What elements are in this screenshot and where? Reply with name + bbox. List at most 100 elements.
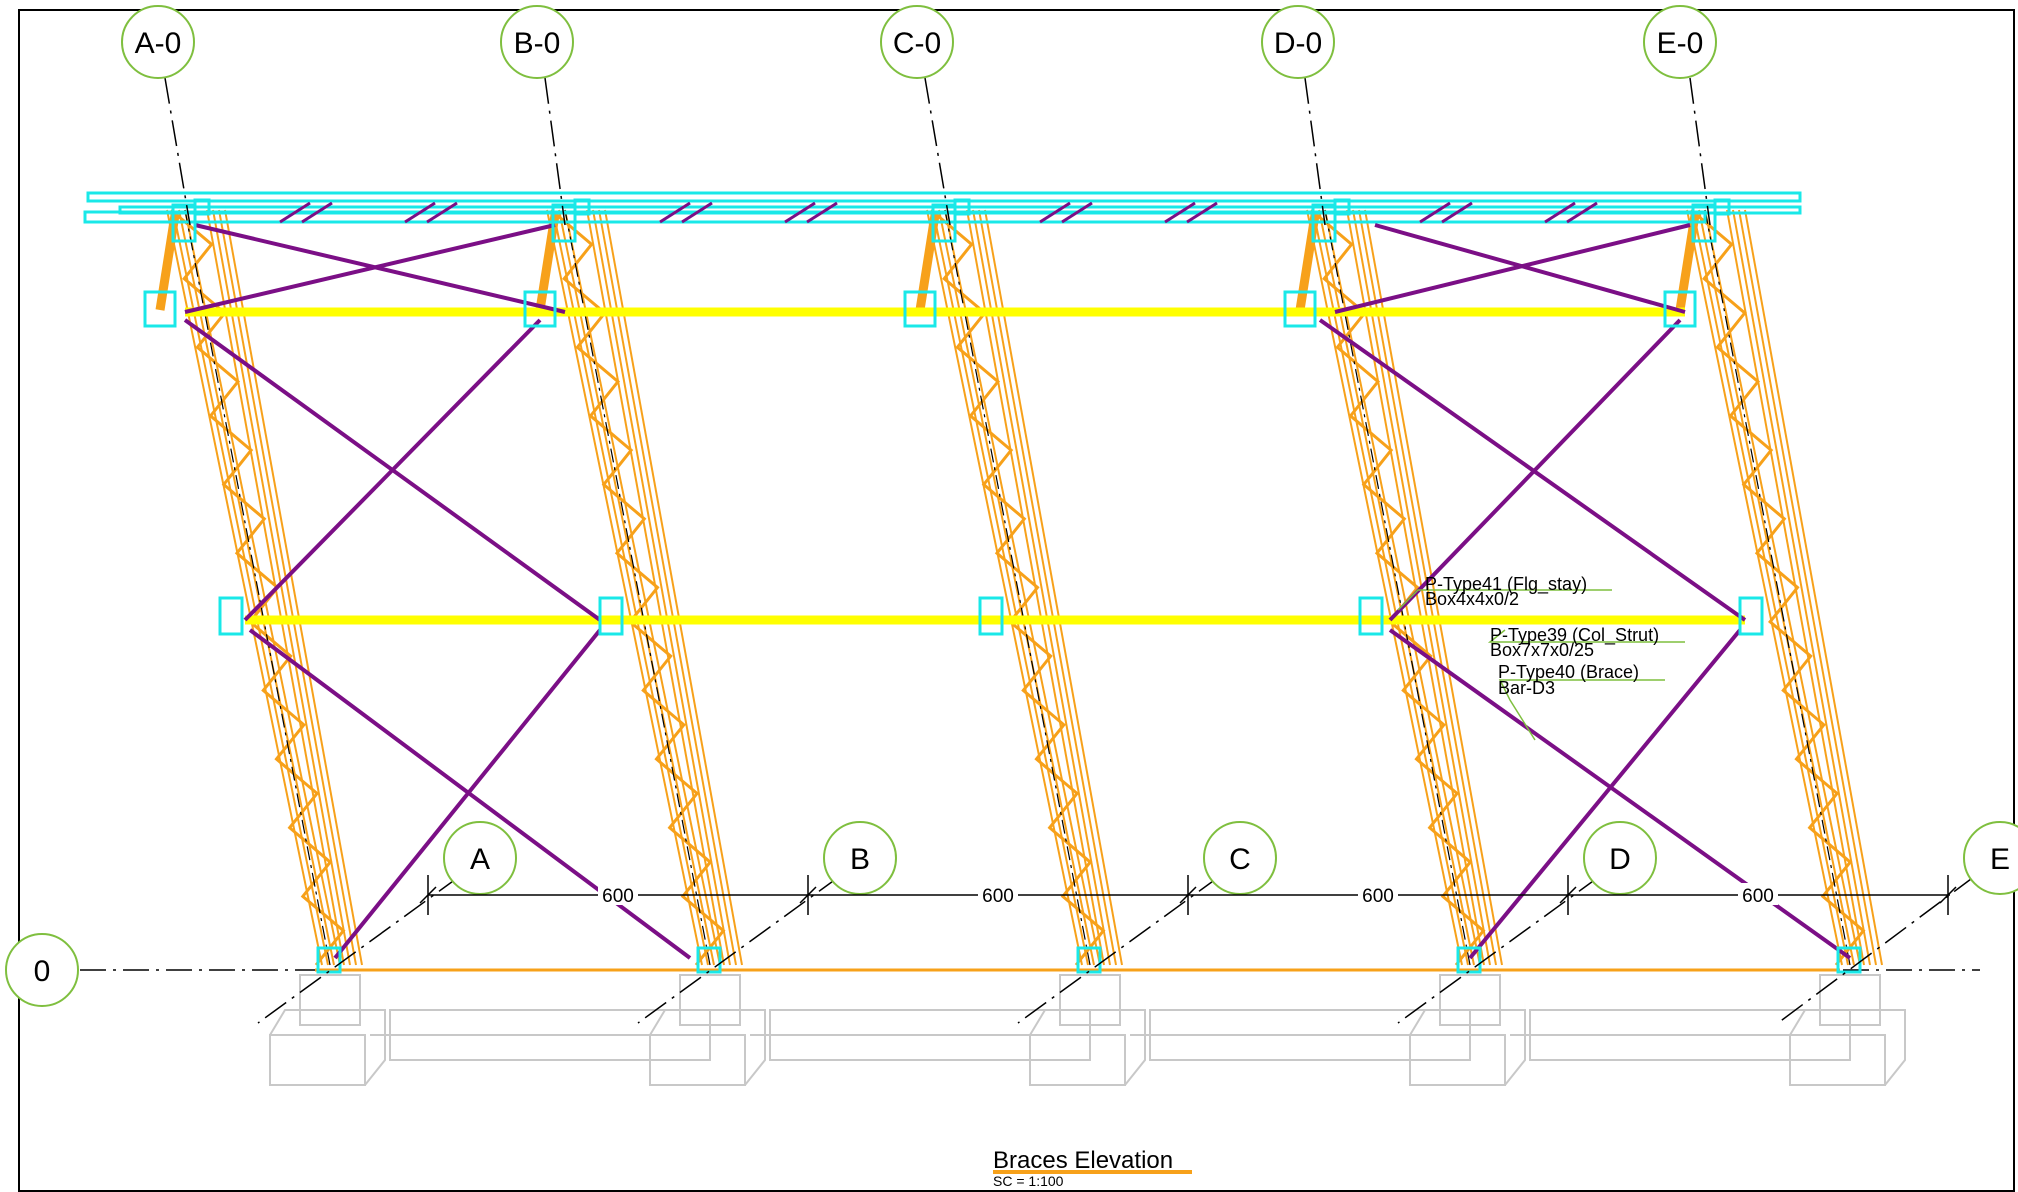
purlin-break-mark [1441, 201, 1473, 224]
column-chord [592, 209, 731, 966]
brace [194, 223, 566, 314]
column-lacing [1690, 208, 1866, 966]
mid-connection-plate [218, 596, 244, 636]
grid-bubble-row-0: 0 [5, 933, 79, 1007]
grid-label: B [850, 843, 870, 876]
column-centerline [564, 209, 711, 966]
column-chord [978, 209, 1117, 966]
grid-bubble-e-0: E-0 [1643, 5, 1717, 79]
top-bolt-plate [1713, 198, 1731, 216]
purlin-break-mark [681, 201, 713, 224]
purlin-line [86, 191, 1802, 203]
column-chord [604, 209, 743, 966]
column-chord [224, 209, 363, 966]
grid-bubble-e: E [1963, 821, 2018, 895]
purlin-break-mark [784, 201, 816, 224]
purlin-break-mark [1039, 201, 1071, 224]
column-chord [558, 209, 715, 966]
dimension-tick [419, 886, 437, 904]
top-grid-axes [164, 77, 1711, 226]
column-chord [1698, 209, 1855, 966]
column-lacing [1310, 208, 1486, 966]
dimension-value: 600 [602, 886, 634, 907]
grid-bubble-a-0: A-0 [121, 5, 195, 79]
grid-label: 0 [34, 955, 51, 988]
drawing-frame [18, 9, 2015, 1192]
lattice-column [1675, 208, 1883, 966]
purlin-break-mark [1186, 201, 1218, 224]
lattice-column [535, 208, 743, 966]
dimension-value: 600 [1362, 886, 1394, 907]
purlin-break-mark [1061, 201, 1093, 224]
dimension-text-bg [1738, 883, 1778, 905]
dimension-text-bg [978, 883, 1018, 905]
column-chord [1738, 209, 1877, 966]
top-connection-plate [171, 203, 197, 243]
mid-connection-plate [978, 596, 1004, 636]
footing-front [269, 1034, 366, 1086]
drawing-title: Braces Elevation [993, 1147, 1173, 1174]
column-chord [564, 209, 721, 966]
top-connection-plate [931, 203, 957, 243]
column-chord [972, 209, 1111, 966]
column-chord [1732, 209, 1871, 966]
footing-front [1409, 1034, 1506, 1086]
strut-connection-plate [523, 290, 557, 328]
strut-connection-plate [1663, 290, 1697, 328]
grid-label: A [470, 843, 490, 876]
annotation-type: P-Type41 (Flg_stay) [1425, 574, 1587, 595]
footing [1409, 974, 1870, 1086]
column-chord [212, 209, 351, 966]
mid-connection-plate [598, 596, 624, 636]
dimension-value: 600 [1742, 886, 1774, 907]
grid-axis [544, 77, 566, 226]
column-chord [552, 209, 709, 966]
grid-bubble-d: D [1583, 821, 1657, 895]
grid-bubble-b: B [823, 821, 897, 895]
column-chord [598, 209, 737, 966]
column-chord [1306, 209, 1463, 966]
lattice-columns [155, 208, 1883, 966]
footing-top [1409, 1009, 1526, 1086]
brace [1468, 628, 1742, 960]
column-centerline [184, 209, 331, 966]
brace [333, 628, 602, 960]
column-chord [1704, 209, 1861, 966]
drawing-title-block: Braces Elevation SC = 1:100 [993, 1147, 1192, 1189]
strut-connection-plate [903, 290, 937, 328]
purlin-line [83, 210, 1707, 224]
column-chord [166, 209, 323, 966]
footing-top [269, 1009, 386, 1086]
footing-top [1029, 1009, 1146, 1086]
purlin-break-mark [279, 201, 311, 224]
dimension-line: 600 600 600 600 [419, 875, 1957, 915]
purlin-break-mark [659, 201, 691, 224]
top-connection-plate [1691, 203, 1717, 243]
top-connection-plate [1311, 203, 1337, 243]
column-connections [1663, 198, 1862, 974]
footing [649, 974, 1110, 1086]
lattice-column [915, 208, 1123, 966]
column-chord [1364, 209, 1503, 966]
column-connections [523, 198, 722, 974]
purlin-break-mark [1544, 201, 1576, 224]
bottom-grid-axes [257, 875, 1976, 1024]
column-lacing [550, 208, 726, 966]
purlin-break-mark [1566, 201, 1598, 224]
grid-label: A-0 [135, 27, 182, 60]
column-chord [218, 209, 357, 966]
pedestal [679, 974, 741, 1026]
column-chord [1686, 209, 1843, 966]
dimension-tick [1939, 886, 1957, 904]
grid-bubble-d-0: D-0 [1261, 5, 1335, 79]
annotation-section: Bar-D3 [1498, 678, 1555, 698]
footing-front [1029, 1034, 1126, 1086]
grid-label: C-0 [893, 27, 941, 60]
mid-connection-plate [1738, 596, 1764, 636]
footing-top [649, 1009, 766, 1086]
dimension-value: 600 [982, 886, 1014, 907]
grid-axis [1689, 77, 1711, 226]
brace [1334, 223, 1691, 314]
dimension-text-bg [1358, 883, 1398, 905]
